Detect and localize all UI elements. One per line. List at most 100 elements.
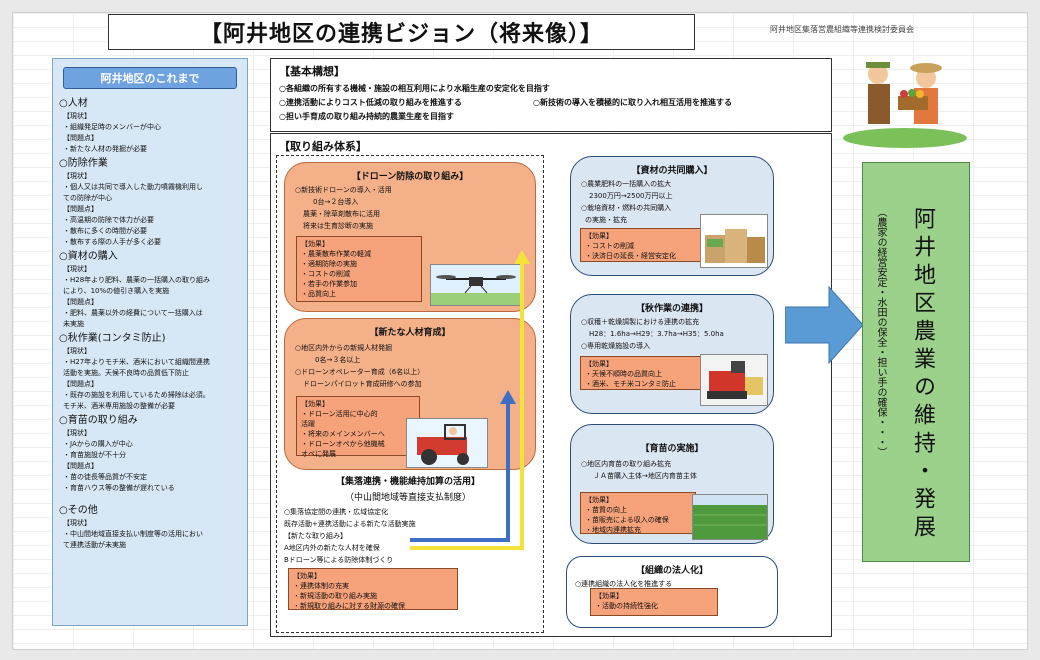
effect-item: ・コストの削減: [301, 270, 350, 278]
left-subheading: 【現状】: [63, 112, 91, 120]
result-subtitle: （農家の経営安定・水田の保全・担い手の確保・・・）: [875, 207, 886, 457]
left-category: ○人材: [59, 98, 88, 109]
basic-concept-box: 【基本構想】 ○各組織の所有する機械・施設の相互利用により水稲生産の安定化を目指…: [270, 58, 832, 132]
left-subheading: 【現状】: [63, 265, 91, 273]
left-item: ・散布する際の人手が多く必要: [63, 238, 161, 246]
effect-item: ・決済日の延長・経営安定化: [585, 252, 676, 260]
autumn-effect: 【効果】 ・天候不順時の品質向上 ・酒米、モチ米コンタミ防止: [580, 356, 702, 390]
effect-heading: 【効果】: [293, 572, 321, 580]
left-category: ○資材の購入: [59, 251, 118, 262]
effect-item: ・新規活動の取り組み実施: [293, 592, 377, 600]
drone-effect: 【効果】 ・農薬散布作業の軽減 ・適期防除の実施 ・コストの削減 ・若手の作業参…: [296, 236, 422, 302]
personnel-line: 0名→３名以上: [315, 356, 361, 364]
seedling-title: 【育苗の実施】: [640, 444, 704, 454]
effect-item: ・新規取り組みに対する財源の確保: [293, 602, 405, 610]
materials-line: ○栽培資材・燃料の共同購入: [581, 204, 672, 212]
left-item: ・H28年より肥料、農薬の一括購入の取り組み: [63, 276, 211, 284]
left-item: ・高温期の防除で体力が必要: [63, 216, 154, 224]
effect-item: ・地域内連携拡充: [585, 526, 641, 534]
corp-title: 【組織の法人化】: [635, 566, 708, 576]
dashed-group: [276, 155, 544, 633]
left-subheading: 【問題点】: [63, 134, 98, 142]
seedling-effect: 【効果】 ・苗質の向上 ・苗販売による収入の確保 ・地域内連携拡充: [580, 492, 696, 534]
left-item: ・組織発足時のメンバーが中心: [63, 123, 161, 131]
effect-item: ・天候不順時の品質向上: [585, 370, 662, 378]
materials-line: 2300万円→2500万円以上: [589, 192, 673, 200]
connector-arrows: [410, 250, 530, 550]
left-subheading: 【問題点】: [63, 298, 98, 306]
left-spacer: [59, 494, 243, 502]
left-subheading: 【問題点】: [63, 205, 98, 213]
effect-item: ・若手の作業参加: [301, 280, 357, 288]
seedling-line: ＪＡ苗購入主体→地区内育苗主体: [593, 472, 697, 480]
left-item: ・育苗施設が不十分: [63, 451, 126, 459]
drone-line: ○新技術ドローンの導入・活用: [295, 186, 392, 194]
effect-heading: 【効果】: [585, 496, 613, 504]
left-category: ○秋作業(コンタミ防止): [59, 333, 166, 344]
left-history-list: ○人材【現状】・組織発足時のメンバーが中心【問題点】・新たな人材の発掘が必要○防…: [59, 95, 243, 551]
village-lines: ○集落協定間の連携・広域協定化 既存活動+連携活動による新たな活動実施 【新たな…: [284, 506, 416, 566]
left-subheading: 【問題点】: [63, 380, 98, 388]
left-history-panel: 阿井地区のこれまで ○人材【現状】・組織発足時のメンバーが中心【問題点】・新たな…: [52, 58, 248, 626]
autumn-line: ○専用乾燥施設の導入: [581, 342, 651, 350]
effect-item: ・将来のメインメンバーへ: [301, 430, 385, 438]
effect-item: ・農薬散布作業の軽減: [301, 250, 371, 258]
basic-heading: 【基本構想】: [279, 65, 345, 78]
effect-item: ・ドローンオペから他機械: [301, 440, 385, 448]
basic-line-3: ○担い手育成の取り組み持続的農業生産を目指す: [279, 112, 454, 121]
left-subheading: 【現状】: [63, 172, 91, 180]
materials-line: の実施・拡充: [585, 216, 627, 224]
left-item: て連携活動が未実施: [63, 541, 126, 549]
left-item: ・個人又は共同で導入した動力噴霧機利用し: [63, 183, 203, 191]
left-heading: 阿井地区のこれまで: [63, 67, 237, 89]
effect-heading: 【効果】: [585, 232, 613, 240]
left-item: ・H27年よりモチ米、酒米において組織間連携: [63, 358, 210, 366]
left-item: ・育苗ハウス等の整備が遅れている: [63, 484, 175, 492]
basic-line-2a: ○連携活動によりコスト低減の取り組みを推進する: [279, 98, 462, 107]
village-line: 既存活動+連携活動による新たな活動実施: [284, 520, 416, 528]
corp-line: ○連携組織の法人化を推進する: [575, 580, 673, 588]
result-box: （農家の経営安定・水田の保全・担い手の確保・・・） 阿井地区農業の維持・発展: [862, 162, 970, 562]
effect-item: 活躍: [301, 420, 315, 428]
result-main: 阿井地区農業の維持・発展: [910, 207, 935, 543]
corp-effect: 【効果】 ・活動の持続性強化: [590, 588, 718, 616]
materials-effect: 【効果】 ・コストの削減 ・決済日の延長・経営安定化: [580, 228, 704, 262]
drone-line: 将来は生育診断の実施: [303, 222, 373, 230]
left-subheading: 【現状】: [63, 519, 91, 527]
result-arrow-icon: [785, 285, 864, 365]
effect-item: ・苗質の向上: [585, 506, 627, 514]
left-item: ・新たな人材の発掘が必要: [63, 145, 147, 153]
autumn-line: H28：1.6ha→H29：3.7ha→H35：5.0ha: [589, 330, 724, 338]
autumn-line: ○収穫＋乾燥調製における連携の拡充: [581, 318, 700, 326]
materials-photo: [700, 214, 768, 268]
committee-name: 阿井地区集落営農組織等連携検討委員会: [770, 25, 914, 34]
village-effect: 【効果】 ・連携体制の充実 ・新規活動の取り組み実施 ・新規取り組みに対する財源…: [288, 568, 458, 610]
harvester-photo: [700, 354, 768, 406]
effect-heading: 【効果】: [301, 400, 329, 408]
left-category: ○育苗の取り組み: [59, 415, 138, 426]
drone-title: 【ドローン防除の取り組み】: [351, 172, 469, 182]
left-item: ・JAからの購入が中心: [63, 440, 133, 448]
personnel-line: ○ドローンオペレーター育成（6名以上）: [295, 368, 425, 376]
left-item: により、10%の値引き購入を実施: [63, 287, 170, 295]
effect-item: ・酒米、モチ米コンタミ防止: [585, 380, 676, 388]
effect-item: ・活動の持続性強化: [595, 602, 658, 610]
left-item: ・散布に多くの時間が必要: [63, 227, 147, 235]
materials-title: 【資材の共同購入】: [631, 166, 713, 176]
effect-heading: 【効果】: [595, 592, 623, 600]
left-item: ・肥料、農薬以外の経費について一括購入は: [63, 309, 203, 317]
framework-heading: 【取り組み体系】: [279, 140, 367, 153]
personnel-title: 【新たな人材育成】: [369, 328, 451, 338]
left-category: ○防除作業: [59, 158, 108, 169]
left-item: 活動を実施。天候不良時の品質低下防止: [63, 369, 189, 377]
village-line: 【新たな取り組み】: [284, 532, 347, 540]
drone-line: 農薬・除草剤散布に活用: [303, 210, 380, 218]
personnel-line: ドローンパイロット育成研修への参加: [303, 380, 422, 388]
effect-item: ・コストの削減: [585, 242, 634, 250]
village-line: ○集落協定間の連携・広域協定化: [284, 508, 389, 516]
effect-item: ・ドローン活用に中心的: [301, 410, 378, 418]
left-item: ・苗の徒長等品質が不安定: [63, 473, 147, 481]
farmers-illustration: [843, 62, 967, 148]
effect-item: ・連携体制の充実: [293, 582, 349, 590]
left-item: ・中山間地域直接支払い制度等の活用におい: [63, 530, 203, 538]
